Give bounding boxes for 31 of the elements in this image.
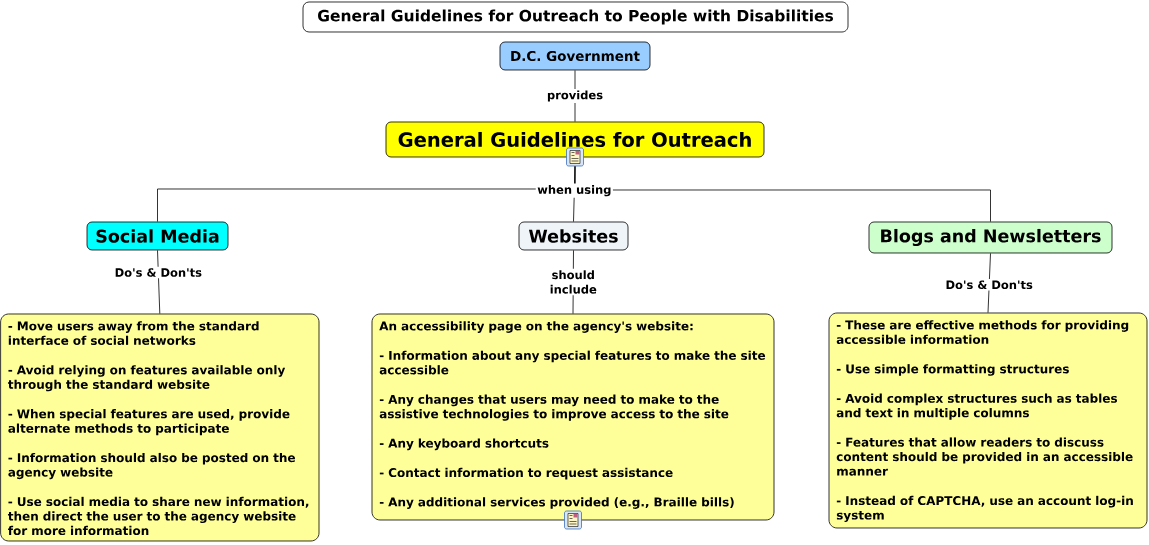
concept-box: Social Media: [86, 221, 229, 251]
list-item: - Use simple formatting structures: [836, 364, 1069, 376]
connector-line: [574, 166, 991, 222]
list-item: - Contact information to request assistance: [379, 467, 673, 480]
note-box: [828, 312, 1148, 529]
edge-label: should include: [542, 268, 604, 296]
list-item: - Instead of CAPTCHA, use an account log-in system: [836, 495, 1133, 523]
list-item: - Features that allow readers to discuss content should be provided in an accessible manner: [836, 437, 1133, 476]
list-item: An accessibility page on the agency's website:: [379, 321, 693, 333]
list-item: - Use social media to share new information, then direct the user to the agency website for more information: [7, 496, 309, 536]
concept-box: Blogs and Newsletters: [868, 221, 1113, 254]
concept-box: General Guidelines for Outreach: [385, 121, 765, 158]
title-box: General Guidelines for Outreach to People with Disabilities: [302, 1, 849, 33]
note-box: [0, 313, 320, 542]
connector-line: [157, 250, 161, 314]
list-item: - Information about any special features to make the site accessible: [379, 350, 766, 375]
concept-box: Websites: [518, 221, 629, 251]
edge-label: provides: [545, 88, 605, 104]
list-item: - Any keyboard shortcuts: [379, 438, 549, 451]
list-item: - When special features are used, provide alternate methods to participate: [8, 409, 290, 436]
edge-label: when using: [535, 183, 613, 198]
list-item: - Move users away from the standard interface of social networks: [8, 321, 259, 345]
list-item: - Any additional services provided (e.g., Braille bills): [379, 497, 734, 509]
list-item: - Avoid relying on features available only through the standard website: [7, 365, 286, 392]
edge-label: Do's & Don'ts: [113, 266, 204, 279]
concept-box: D.C. Government: [499, 41, 651, 71]
edge-label: Do's & Don'ts: [944, 278, 1035, 291]
list-item: - Information should also be posted on the agency website: [8, 452, 295, 480]
list-item: - Any changes that users may need to make to the assistive technologies to improve access to the site: [379, 394, 729, 421]
list-item: - Avoid complex structures such as tables and text in multiple columns: [836, 393, 1117, 420]
list-item: - These are effective methods for providing accessible information: [836, 320, 1129, 344]
